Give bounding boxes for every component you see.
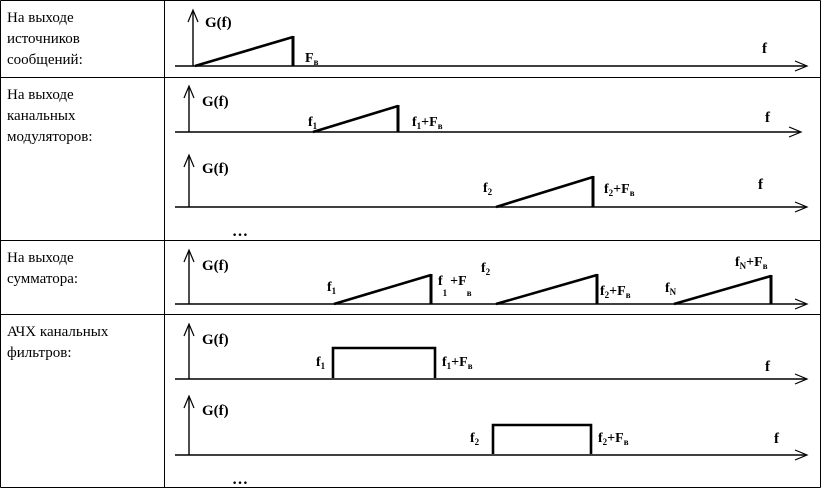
y-axis-arrow	[187, 8, 199, 23]
y-axis-arrow	[183, 322, 195, 337]
graph-modulator-2: G(f) f f2 f2+Fв …	[175, 153, 809, 240]
filter-passband	[331, 346, 437, 378]
y-axis-label: G(f)	[202, 403, 229, 419]
x-axis-arrow	[794, 449, 809, 461]
x-axis-arrow	[794, 201, 809, 213]
y-axis-label: G(f)	[202, 258, 229, 274]
graph-filter-2: G(f) f f2 f2+Fв …	[175, 394, 809, 488]
graph-modulator-1: G(f) f f1 f1+Fв	[175, 84, 803, 138]
row-label-sources: На выходе источников сообщений:	[7, 10, 83, 68]
y-axis-label: G(f)	[202, 94, 229, 110]
row-label-modulators: На выходе канальных модуляторов:	[7, 87, 93, 145]
mark-f1: f1	[316, 355, 326, 371]
y-axis-label: G(f)	[202, 332, 229, 348]
label-line: АЧХ канальных	[7, 324, 109, 340]
x-axis-label: f	[762, 41, 768, 57]
spectrum-slope	[312, 104, 399, 134]
label-line: модуляторов:	[7, 129, 93, 145]
mark-f1: f1	[327, 280, 337, 296]
ellipsis: …	[232, 223, 248, 240]
label-line: На выходе	[7, 87, 74, 103]
graph-summator: G(f) f1 f1+Fв f2 f2+Fв fN fN+Fв	[175, 248, 809, 310]
mark-fv: Fв	[305, 51, 319, 67]
label-line: источников	[7, 31, 80, 47]
mark-f2-fv: f2+Fв	[604, 182, 635, 198]
y-axis-arrow	[183, 394, 195, 409]
label-line: На выходе	[7, 10, 74, 26]
x-axis-arrow	[794, 298, 809, 310]
mark-f2-fv: f2+Fв	[600, 284, 631, 300]
graph-filter-1: G(f) f f1 f1+Fв	[175, 322, 809, 385]
ellipsis: …	[232, 471, 248, 488]
spectrum-slope	[194, 35, 294, 68]
filter-passband	[491, 423, 593, 454]
row-label-summator: На выходе сумматора:	[7, 250, 78, 287]
label-line: канальных	[7, 108, 76, 124]
mark-fN: fN	[665, 281, 677, 297]
spectrum-slope	[495, 175, 594, 209]
x-axis-label: f	[774, 431, 780, 447]
x-axis-arrow	[794, 60, 809, 72]
row-label-filters: АЧХ канальных фильтров:	[7, 324, 109, 361]
mark-f1: f1	[308, 115, 318, 131]
x-axis-arrow	[788, 126, 803, 138]
mark-f1-fv: f1+Fв	[438, 274, 472, 298]
y-axis-arrow	[183, 153, 195, 168]
y-axis-arrow	[183, 84, 195, 99]
mark-f2: f2	[481, 261, 491, 277]
mark-f2: f2	[483, 181, 493, 197]
label-line: сумматора:	[7, 271, 78, 287]
mark-f2-fv: f2+Fв	[598, 431, 629, 447]
spectrum-slope-n	[673, 274, 772, 306]
graph-sources: G(f) f Fв	[175, 8, 809, 72]
mark-f1-fv: f1+Fв	[412, 115, 443, 131]
x-axis-label: f	[765, 110, 771, 126]
label-line: сообщений:	[7, 52, 83, 68]
y-axis-arrow	[183, 248, 195, 263]
mark-f1-fv: f1+Fв	[442, 355, 473, 371]
x-axis-arrow	[794, 373, 809, 385]
mark-f2: f2	[470, 431, 480, 447]
label-line: фильтров:	[7, 345, 72, 361]
x-axis-label: f	[758, 177, 764, 193]
y-axis-label: G(f)	[202, 161, 229, 177]
mark-fN-fv: fN+Fв	[735, 255, 768, 271]
y-axis-label: G(f)	[205, 15, 232, 31]
spectrum-slope-2	[495, 273, 598, 306]
spectrum-slope-1	[333, 273, 432, 306]
label-line: На выходе	[7, 250, 74, 266]
x-axis-label: f	[765, 359, 771, 375]
